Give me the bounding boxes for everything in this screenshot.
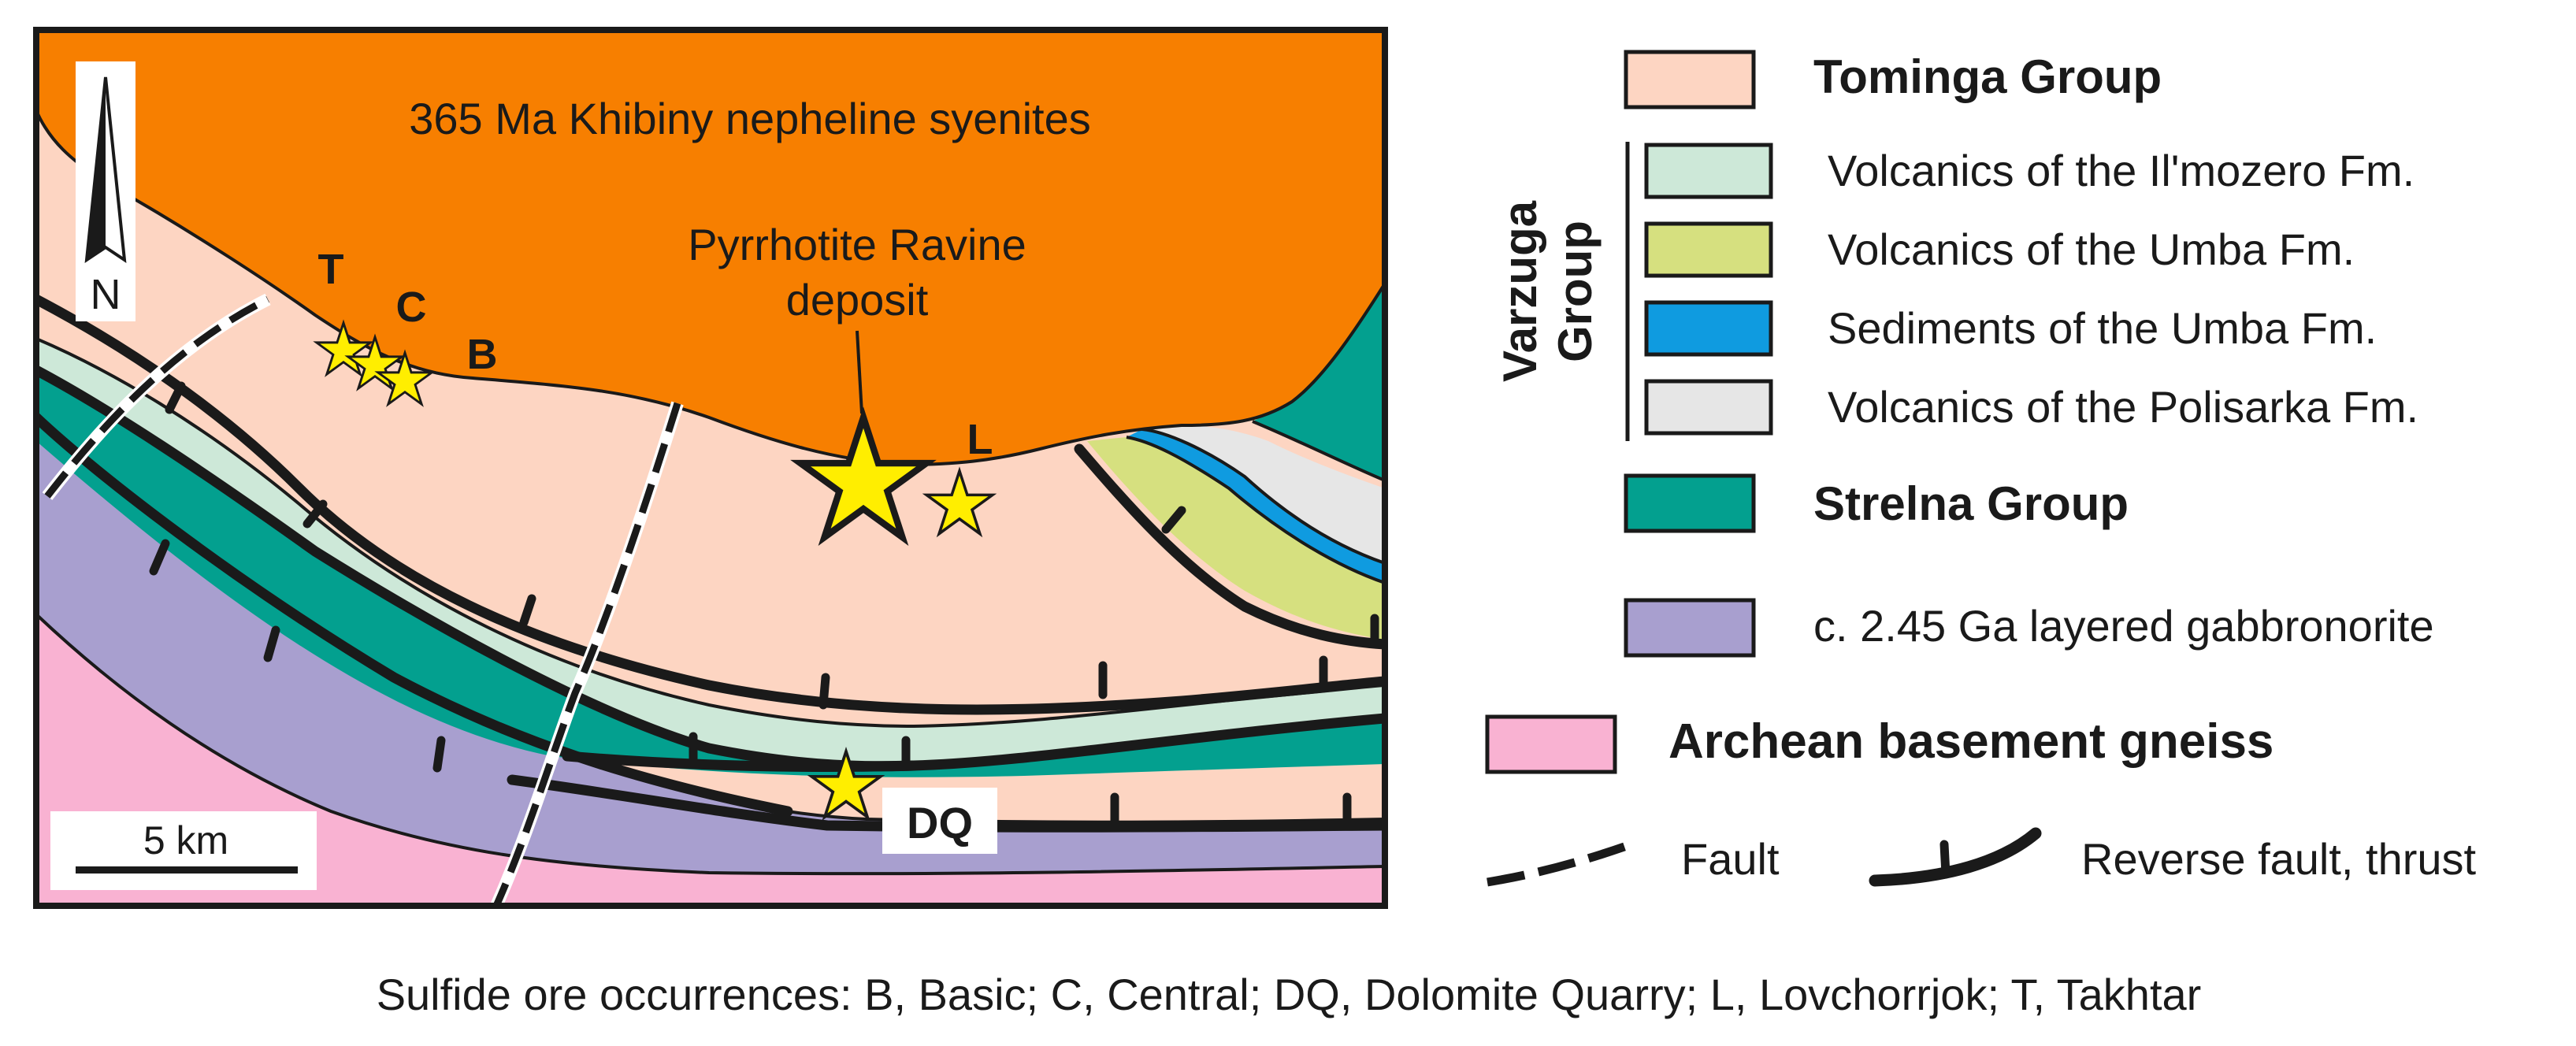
map-frame [33,27,1388,909]
thrust-bottom [507,774,1385,833]
legend-label-umba-sediments: Sediments of the Umba Fm. [1828,303,2377,353]
label-DQ-box [882,788,997,854]
strelna-unit [36,370,1385,777]
north-label: N [91,271,121,318]
thrust-faults [36,294,1385,833]
label-DQ: DQ [907,798,973,848]
label-B: B [467,331,498,378]
legend-label-ilmozero: Volcanics of the Il'mozero Fm. [1828,146,2415,195]
deposit-label-line2: deposit [786,275,929,325]
deposit-label-line1: Pyrrhotite Ravine [688,220,1026,269]
legend-swatch-gabbronorite [1624,598,1756,658]
strelna-right-unit [1253,284,1385,480]
faults [42,293,684,906]
varzuga-label-line2: Group [1549,221,1602,362]
legend-swatch-polisarka [1644,379,1773,436]
figure-caption: Sulfide ore occurrences: B, Basic; C, Ce… [377,970,2202,1019]
legend-label-archean: Archean basement gneiss [1668,714,2273,769]
legend-swatch-strelna [1624,473,1756,533]
thrust-right [1074,443,1385,650]
polisarka-unit [1142,425,1385,563]
north-arrow: N [76,61,135,321]
map-panel: 365 Ma Khibiny nepheline syenites Pyrrho… [36,30,1385,906]
legend-label-tominga: Tominga Group [1813,50,2162,103]
legend-label-polisarka: Volcanics of the Polisarka Fm. [1828,382,2418,432]
legend-swatch-archean [1485,714,1617,774]
thrust-upper [36,294,1385,715]
thrust-lower [36,412,793,817]
legend-label-fault: Fault [1681,834,1780,884]
thrust-cross [562,713,1385,773]
archean-gneiss-unit [36,614,1385,906]
syenite-label: 365 Ma Khibiny nepheline syenites [409,94,1090,143]
legend-label-umba-volcanics: Volcanics of the Umba Fm. [1828,224,2355,274]
scale-bar-line [76,866,298,874]
legend-swatch-umba-sediments [1644,300,1773,357]
legend-label-thrust: Reverse fault, thrust [2081,834,2477,884]
legend: Tominga Group Varzuga Group Volcanics of… [1485,50,2477,887]
legend-label-gabbronorite: c. 2.45 Ga layered gabbronorite [1813,601,2434,651]
umba-volcanics-unit [1087,437,1385,640]
legend-swatch-ilmozero [1644,143,1773,199]
ilmozero-unit [36,339,1385,766]
varzuga-label-line1: Varzuga [1494,200,1546,382]
legend-thrust-symbol [1869,827,2042,887]
gabbronorite-unit [36,417,1385,874]
deposit-leader-line [856,330,863,414]
legend-swatch-umba-volcanics [1644,221,1773,278]
scale-label: 5 km [143,818,228,862]
legend-label-strelna: Strelna Group [1813,477,2129,530]
khibiny-syenite-unit [36,30,1385,465]
legend-fault-symbol [1487,838,1637,887]
umba-sediments-unit [1127,429,1385,583]
label-C: C [396,284,427,331]
label-L: L [967,416,993,463]
legend-swatch-tominga [1624,50,1756,109]
scale-bar: 5 km [50,811,317,890]
thrust-ticks [149,381,1379,830]
label-T: T [318,246,344,293]
